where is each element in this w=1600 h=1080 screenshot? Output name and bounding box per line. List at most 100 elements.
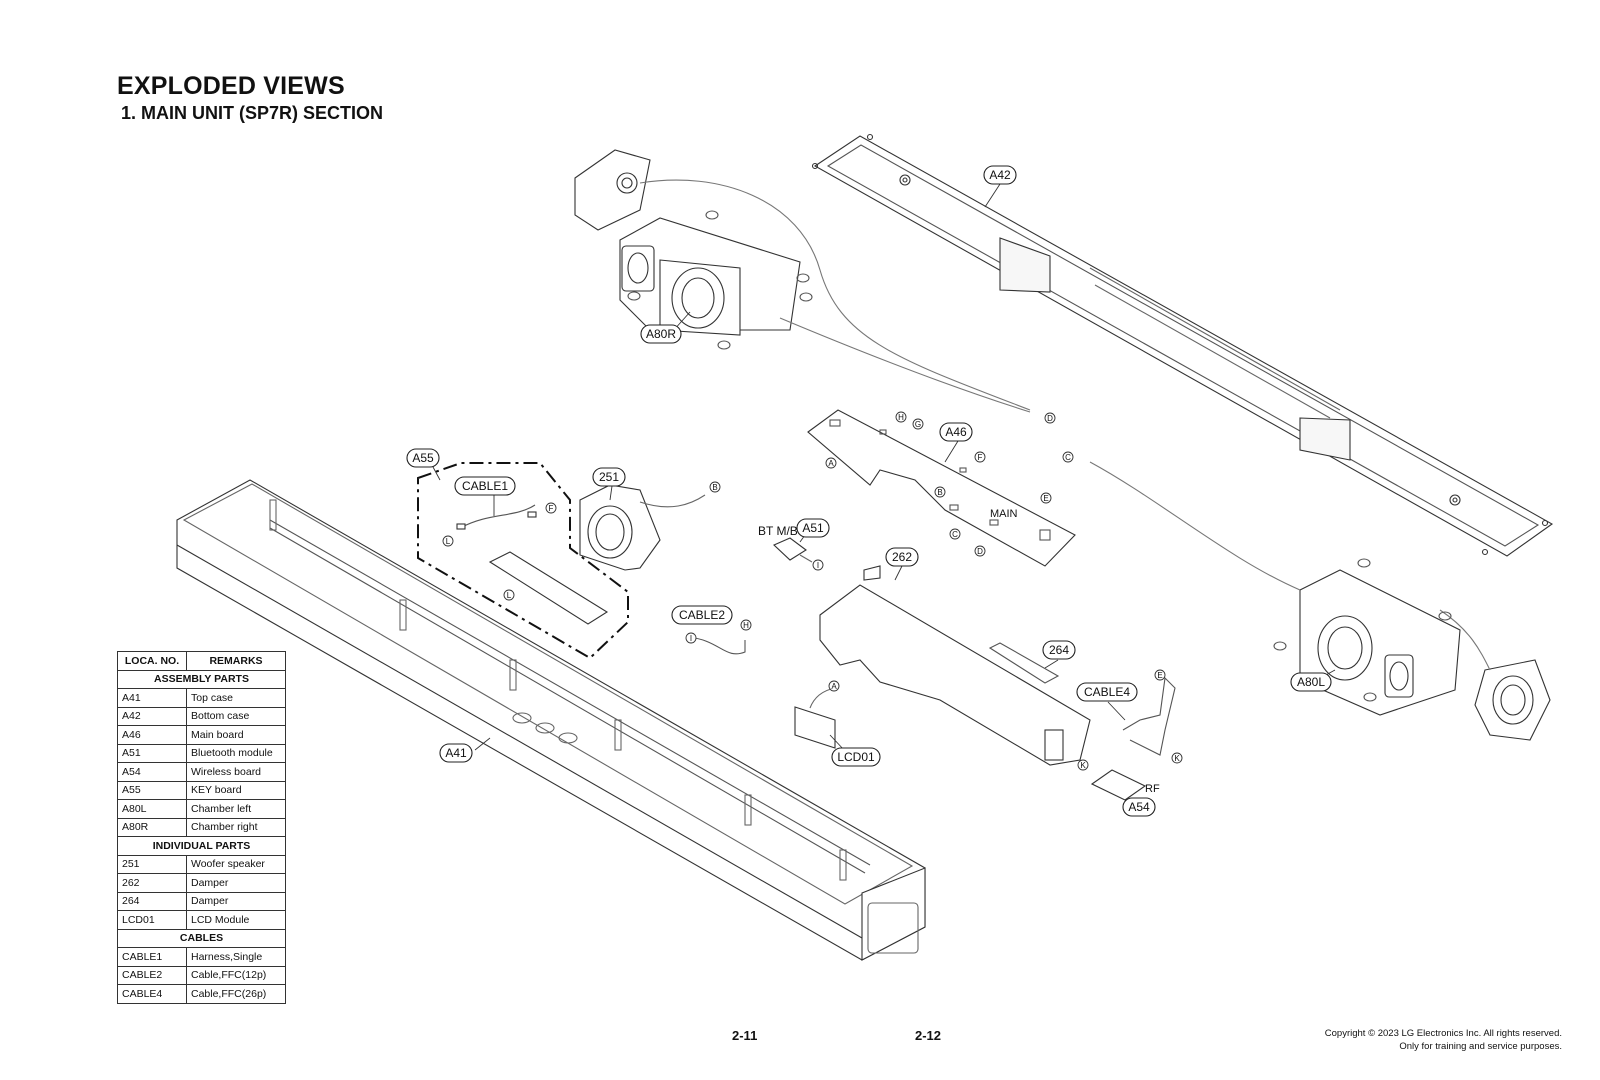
section-row: INDIVIDUAL PARTS [117, 836, 286, 856]
connector-c-marker: C [1065, 453, 1071, 462]
bottom-case-drawing [811, 133, 1554, 557]
chamber-right-drawing [574, 149, 1031, 413]
connector-i-marker: I [817, 561, 819, 570]
callout-a42 [983, 165, 1017, 185]
connector-g-marker: G [915, 420, 921, 429]
remarks-header: REMARKS [186, 651, 286, 671]
section-title: INDIVIDUAL PARTS [117, 836, 286, 856]
top-case-drawing [176, 479, 926, 961]
connector-a-marker: A [828, 459, 834, 468]
chamber-left-drawing [1089, 461, 1551, 741]
callout-a55-label: A55 [412, 451, 434, 465]
woofer-speaker-drawing [579, 484, 706, 571]
loca-no-cell: A80L [117, 799, 187, 819]
callout-lcd01 [831, 747, 881, 767]
callout-a51-label: A51 [802, 521, 824, 535]
callout-lcd01-label: LCD01 [837, 750, 875, 764]
main-board-label: MAIN [990, 508, 1018, 520]
connector-b-marker: B [937, 488, 942, 497]
loca-no-cell: CABLE2 [117, 965, 187, 985]
connector-e-marker: E [1157, 671, 1162, 680]
loca-no-cell: A51 [117, 743, 187, 763]
bt-module-drawing [773, 537, 813, 563]
key-board-drawing [417, 462, 629, 660]
callout-a80r [640, 324, 682, 344]
remarks-cell: Chamber right [186, 817, 286, 837]
connector-f-marker: F [978, 453, 983, 462]
connector-h-marker: H [743, 621, 749, 630]
remarks-cell: Main board [186, 725, 286, 745]
copyright-notice: Copyright © 2023 LG Electronics Inc. All… [1325, 1027, 1562, 1053]
callout-cable4 [1076, 682, 1138, 702]
copyright-line: Copyright © 2023 LG Electronics Inc. All… [1324, 1028, 1562, 1039]
remarks-cell: Bottom case [186, 706, 286, 726]
loca-no-cell: A46 [117, 725, 187, 745]
callout-264-label: 264 [1049, 643, 1069, 657]
section-title: CABLES [117, 928, 286, 948]
callout-cable1-label: CABLE1 [462, 479, 508, 493]
callout-a80r-label: A80R [646, 327, 676, 341]
connector-h-marker: H [898, 413, 904, 422]
callout-a54-label: A54 [1128, 800, 1150, 814]
cable2-drawing [687, 636, 746, 655]
callout-cable2-label: CABLE2 [679, 608, 725, 622]
callout-a55 [406, 448, 440, 468]
page-title: EXPLODED VIEWS [117, 72, 345, 100]
remarks-cell: LCD Module [186, 910, 286, 930]
callout-262 [885, 547, 919, 567]
section-title: ASSEMBLY PARTS [117, 669, 286, 689]
connector-l-marker: L [446, 537, 451, 546]
callout-a51 [796, 518, 830, 538]
loca-no-cell: A54 [117, 762, 187, 782]
remarks-cell: Chamber left [186, 799, 286, 819]
callout-cable4-label: CABLE4 [1084, 685, 1130, 699]
loca-no-cell: A41 [117, 688, 187, 708]
callout-a54 [1122, 797, 1156, 817]
callout-cable2 [671, 605, 733, 625]
loca-no-cell: 264 [117, 891, 187, 911]
callout-251-label: 251 [599, 470, 619, 484]
loca-no-cell: CABLE1 [117, 947, 187, 967]
loca-no-cell: 262 [117, 873, 187, 893]
callout-a80l [1290, 672, 1332, 692]
connector-b-marker: B [712, 483, 717, 492]
loca-no-header: LOCA. NO. [117, 651, 187, 671]
lcd-module-drawing [794, 687, 836, 749]
section-subtitle: 1. MAIN UNIT (SP7R) SECTION [121, 103, 384, 123]
parts-table-header-row: LOCA. NO. REMARKS [117, 651, 286, 671]
callout-a41 [439, 743, 473, 763]
callout-cable1 [454, 476, 516, 496]
remarks-cell: Damper [186, 873, 286, 893]
connector-k-marker: K [1174, 754, 1180, 763]
connector-k-marker: K [1080, 761, 1086, 770]
remarks-cell: Cable,FFC(12p) [186, 965, 286, 985]
connector-e-marker: E [1043, 494, 1048, 503]
rf-label: RF [1145, 783, 1160, 795]
remarks-cell: Harness,Single [186, 947, 286, 967]
callout-a41-label: A41 [445, 746, 467, 760]
connector-l-marker: L [507, 591, 512, 600]
usage-note: Only for training and service purposes. [1399, 1041, 1562, 1052]
connector-i-marker: I [690, 634, 692, 643]
section-row: ASSEMBLY PARTS [117, 669, 286, 689]
remarks-cell: Cable,FFC(26p) [186, 984, 286, 1004]
loca-no-cell: LCD01 [117, 910, 187, 930]
callout-251 [592, 467, 626, 487]
callout-262-label: 262 [892, 550, 912, 564]
loca-no-cell: CABLE4 [117, 984, 187, 1004]
callout-264 [1042, 640, 1076, 660]
